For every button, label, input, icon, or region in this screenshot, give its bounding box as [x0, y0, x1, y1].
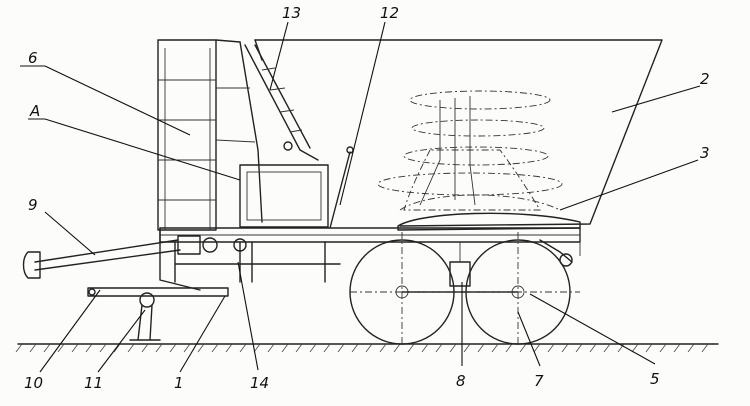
ground-hatch — [29, 343, 37, 353]
ground-hatch — [393, 343, 401, 353]
support-jack — [129, 292, 161, 341]
control-lever — [329, 146, 354, 229]
ground-hatch — [169, 343, 177, 353]
ground-hatch — [141, 343, 149, 353]
callout-7: 7 — [534, 372, 544, 390]
callout-2: 2 — [700, 70, 710, 88]
ground-hatch — [281, 343, 289, 353]
hydraulic-arm — [244, 44, 319, 161]
ground-hatch — [477, 343, 485, 353]
ground-hatch — [113, 343, 121, 353]
callout-6: 6 — [28, 49, 38, 67]
ground-hatch — [491, 343, 499, 353]
auger-cone — [403, 149, 541, 211]
ground-hatch — [15, 343, 23, 353]
ground-hatch — [631, 343, 639, 353]
ground-hatch — [673, 343, 681, 353]
callout-14: 14 — [250, 374, 269, 392]
ground-line — [15, 343, 719, 353]
ground-hatch — [421, 343, 429, 353]
callout-11: 11 — [84, 374, 103, 392]
hopper-body — [254, 39, 663, 227]
ground-hatch — [225, 343, 233, 353]
ground-hatch — [211, 343, 219, 353]
ground-hatch — [267, 343, 275, 353]
ground-hatch — [99, 343, 107, 353]
axis-lines — [350, 232, 580, 345]
ground-hatch — [351, 343, 359, 353]
ground-hatch — [533, 343, 541, 353]
ground-hatch — [309, 343, 317, 353]
callout-labels: 13 12 6 2 A 3 9 10 11 1 14 8 7 5 — [24, 4, 710, 392]
callout-1: 1 — [174, 374, 184, 392]
callout-10: 10 — [24, 374, 43, 392]
ground-hatch — [155, 343, 163, 353]
ground-hatch — [435, 343, 443, 353]
ground-hatch — [57, 343, 65, 353]
ground-hatch — [85, 343, 93, 353]
ground-hatch — [239, 343, 247, 353]
ground-hatch — [323, 343, 331, 353]
auger-spiral — [377, 90, 563, 211]
ground-hatch — [449, 343, 457, 353]
ground-hatch — [365, 343, 373, 353]
ground-hatch — [337, 343, 345, 353]
ground-hatch — [687, 343, 695, 353]
ground-hatch — [603, 343, 611, 353]
ground-hatch — [547, 343, 555, 353]
leader-lines — [20, 21, 701, 373]
ground-hatch — [617, 343, 625, 353]
ground-hatch — [253, 343, 261, 353]
control-box — [239, 164, 329, 228]
ground-hatch — [659, 343, 667, 353]
ground-hatch — [127, 343, 135, 353]
ground-hatch — [645, 343, 653, 353]
ground-hatch — [589, 343, 597, 353]
ground-hatch — [197, 343, 205, 353]
ground-hatch — [295, 343, 303, 353]
suspension-arm — [539, 230, 581, 267]
ground-hatch — [505, 343, 513, 353]
callout-8: 8 — [456, 372, 466, 390]
ground-hatch — [71, 343, 79, 353]
callout-A: A — [29, 102, 40, 120]
callout-13: 13 — [282, 4, 301, 22]
callout-9: 9 — [28, 196, 38, 214]
cab-frame — [157, 39, 263, 231]
callout-5: 5 — [650, 370, 660, 388]
ground-hatch — [463, 343, 471, 353]
ground-hatch — [407, 343, 415, 353]
main-frame — [159, 227, 581, 291]
ground-hatch — [561, 343, 569, 353]
callout-12: 12 — [380, 4, 399, 22]
ground-hatch — [379, 343, 387, 353]
ground-hatch — [575, 343, 583, 353]
ground-hatch — [183, 343, 191, 353]
balancer-beam — [401, 242, 519, 293]
ground-hatch — [701, 343, 709, 353]
drawbar — [87, 287, 229, 297]
ground-hatch — [519, 343, 527, 353]
drive-shaft — [22, 235, 247, 279]
callout-3: 3 — [700, 144, 710, 162]
mixer-disk — [397, 212, 581, 231]
ground-hatch — [43, 343, 51, 353]
